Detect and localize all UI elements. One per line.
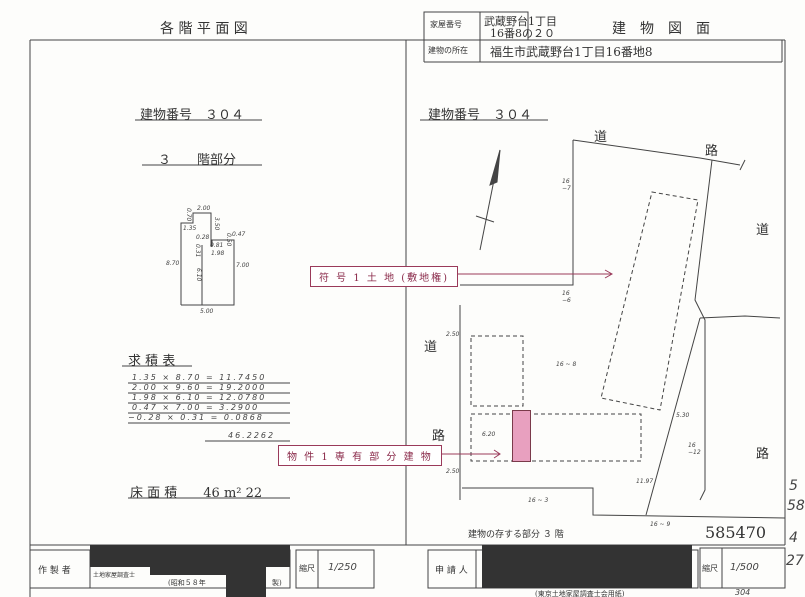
page-note: 304 (735, 588, 751, 597)
floor-note: 建物の存する部分 ３ 階 (468, 530, 564, 540)
redaction (226, 567, 266, 597)
dim-label: 2.50 (446, 331, 460, 338)
dim-label: 7.00 (236, 262, 250, 269)
lot-label: 16 −7 (562, 178, 571, 192)
scale-label-right: 縮尺 (702, 564, 718, 573)
dim-label: 8.70 (166, 260, 180, 267)
area-row: 1.35 × 8.70 = 11.7450 (132, 373, 267, 382)
area-total: 46.2262 (228, 431, 276, 440)
maker-suffix: 製) (272, 579, 282, 587)
maker-title: 土地家屋調査士 (93, 572, 136, 579)
building-number-right: 建物番号 ３０４ (428, 108, 533, 123)
dim-label: 0.50 (225, 233, 232, 247)
area-row: 1.98 × 6.10 = 12.0780 (132, 393, 267, 402)
callout-building: 物 件 1 専 有 部 分 建 物 (278, 445, 442, 466)
road-label: 道 (756, 223, 770, 238)
right-title: 建 物 図 面 (612, 21, 710, 37)
road-label: 路 (705, 144, 719, 159)
margin-note: 58 (787, 498, 805, 514)
area-row: 2.00 × 9.60 = 19.2000 (132, 383, 267, 392)
lot-label: 16 ~ 8 (556, 361, 577, 368)
lot-label: 16 −6 (562, 290, 571, 304)
redaction (90, 545, 290, 567)
applicant-label: 申 請 人 (435, 566, 468, 576)
maker-label: 作 製 者 (38, 566, 71, 576)
left-title: 各 階 平 面 図 (160, 21, 248, 37)
road-label: 路 (432, 429, 446, 444)
dim-label: 5.30 (676, 412, 690, 419)
dim-label: 6.20 (482, 431, 496, 438)
dim-label: 0.31 (194, 244, 201, 258)
floor-area: 床 面 積 46 m² 22 (130, 486, 263, 501)
building-number-left: 建物番号 ３０４ (140, 108, 245, 123)
road-label: 道 (424, 340, 438, 355)
doc-number: 585470 (705, 523, 767, 542)
house-number-line1: 武蔵野台1丁目 (484, 15, 557, 28)
dim-label: 2.00 (197, 205, 211, 212)
dim-label: 0.70 (185, 208, 192, 222)
paper-note: (東京土地家屋調査士会用紙) (535, 590, 625, 597)
area-row: 0.47 × 7.00 = 3.2900 (132, 403, 260, 412)
scale-label-left: 縮尺 (299, 564, 315, 573)
dim-label: 0.28 (196, 234, 210, 241)
redaction (482, 545, 692, 588)
dim-label: 3.50 (213, 217, 220, 231)
floor-plan-outline (180, 212, 235, 306)
house-number-label: 家屋番号 (430, 20, 462, 29)
dim-label: 1.98 (211, 250, 225, 257)
dim-label: 2.50 (446, 468, 460, 475)
margin-note: 27 (786, 553, 804, 569)
scale-left: 1/250 (328, 562, 357, 573)
lot-label: 16 −12 (688, 442, 701, 456)
area-row: −0.28 × 0.31 = 0.0868 (128, 413, 264, 422)
location-label: 建物の所在 (428, 46, 468, 55)
dim-label: 5.00 (200, 308, 214, 315)
margin-note: 5 (789, 478, 798, 494)
highlighted-unit (512, 410, 531, 462)
house-number-line2: 16番8の２０ (490, 27, 555, 40)
location-value: 福生市武蔵野台1丁目16番地8 (490, 45, 653, 59)
dim-label: 6.10 (195, 268, 202, 282)
road-label: 道 (594, 130, 608, 145)
callout-land: 符 号 1 土 地 (敷地権) (310, 266, 459, 287)
dim-label: 11.97 (636, 478, 654, 485)
lot-label: 16 ~ 3 (528, 497, 549, 504)
floor-label: ３ 階部分 (158, 153, 237, 168)
road-label: 路 (756, 447, 770, 462)
maker-date: (昭和５８年 (168, 579, 206, 587)
dim-label: 0.81 (210, 242, 224, 249)
area-table-title: 求 積 表 (128, 354, 176, 369)
lot-label: 16 ~ 9 (650, 521, 671, 528)
redaction (150, 567, 242, 575)
margin-note: 4 (789, 530, 798, 546)
dim-label: 0.47 (232, 231, 246, 238)
dim-label: 1.35 (183, 225, 197, 232)
scale-right: 1/500 (730, 562, 759, 573)
